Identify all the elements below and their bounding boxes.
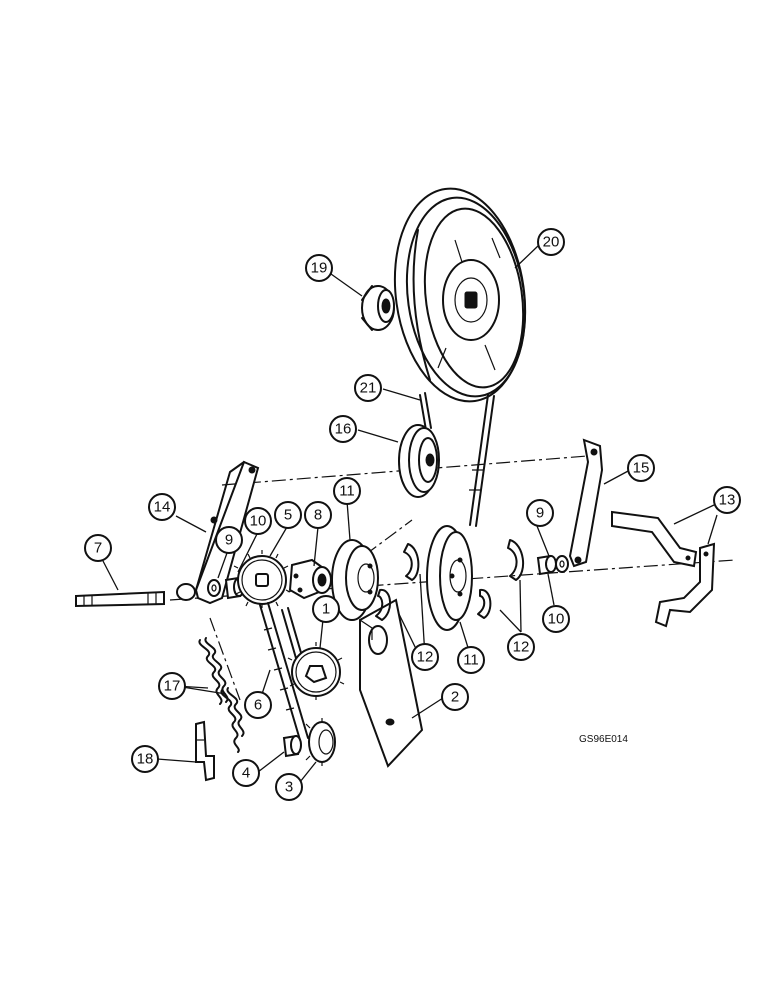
- svg-text:16: 16: [335, 421, 352, 438]
- svg-text:15: 15: [633, 460, 650, 477]
- callout-11-left: 11: [333, 477, 361, 505]
- callout-15: 15: [627, 454, 655, 482]
- svg-text:8: 8: [314, 507, 322, 524]
- callout-7: 7: [84, 534, 112, 562]
- part-13-brackets: [611, 510, 716, 628]
- svg-text:4: 4: [242, 765, 250, 782]
- part-20-large-pulley: [393, 187, 527, 403]
- callout-10-right: 10: [542, 605, 570, 633]
- callout-13: 13: [713, 486, 741, 514]
- svg-text:9: 9: [225, 532, 233, 549]
- svg-text:7: 7: [94, 540, 102, 557]
- svg-text:13: 13: [719, 492, 736, 509]
- svg-text:1: 1: [322, 601, 330, 618]
- svg-text:12: 12: [513, 639, 530, 656]
- svg-text:6: 6: [254, 697, 262, 714]
- part-11-disc-right: [426, 525, 473, 631]
- svg-text:17: 17: [164, 678, 181, 695]
- callout-20: 20: [537, 228, 565, 256]
- part-10-bushing-right: [536, 554, 557, 576]
- callouts: 19 20 21 16 15 13 14 11 7 9 10 5 8 9 10 …: [84, 228, 741, 801]
- callout-11-right: 11: [457, 646, 485, 674]
- svg-text:10: 10: [548, 611, 565, 628]
- svg-text:18: 18: [137, 751, 154, 768]
- callout-16: 16: [329, 415, 357, 443]
- part-18-bracket: [195, 720, 215, 782]
- svg-text:9: 9: [536, 505, 544, 522]
- svg-text:21: 21: [360, 380, 377, 397]
- callout-21: 21: [354, 374, 382, 402]
- callout-8: 8: [304, 501, 332, 529]
- part-21-belt: [419, 392, 495, 527]
- diagram-code: GS96E014: [579, 734, 628, 745]
- part-12-clips-left: [375, 543, 420, 621]
- part-19-hub: [361, 285, 395, 331]
- part-5-sprocket: [233, 550, 291, 608]
- callout-10-left: 10: [244, 507, 272, 535]
- part-15-arm: [568, 438, 604, 568]
- svg-text:19: 19: [311, 260, 328, 277]
- svg-text:12: 12: [417, 649, 434, 666]
- part-17-springs: [198, 637, 245, 753]
- part-12-clips-right: [477, 539, 525, 619]
- svg-text:10: 10: [250, 513, 267, 530]
- svg-text:3: 3: [285, 779, 293, 796]
- callout-19: 19: [305, 254, 333, 282]
- part-4-spacer: [282, 734, 302, 758]
- part-9-washer-right: [555, 555, 569, 573]
- callout-2: 2: [441, 683, 469, 711]
- callout-12-left: 12: [411, 643, 439, 671]
- part-16-small-pulley: [398, 424, 440, 498]
- callout-3: 3: [275, 773, 303, 801]
- callout-9-right: 9: [526, 499, 554, 527]
- callout-17: 17: [158, 672, 186, 700]
- callout-1: 1: [312, 595, 340, 623]
- part-7-shaft: [75, 590, 165, 608]
- callout-5: 5: [274, 501, 302, 529]
- svg-text:2: 2: [451, 689, 459, 706]
- part-1-sprocket: [287, 642, 345, 700]
- svg-text:5: 5: [284, 507, 292, 524]
- svg-text:20: 20: [543, 234, 560, 251]
- part-3-small-sprocket: [305, 718, 336, 766]
- callout-18: 18: [131, 745, 159, 773]
- part-8-hub: [288, 558, 332, 600]
- callout-14: 14: [148, 493, 176, 521]
- callout-12-right: 12: [507, 633, 535, 661]
- callout-4: 4: [232, 759, 260, 787]
- part-11-disc-left: [331, 539, 379, 621]
- svg-text:11: 11: [339, 483, 355, 500]
- callout-9-left: 9: [215, 526, 243, 554]
- svg-text:14: 14: [154, 499, 171, 516]
- callout-6: 6: [244, 691, 272, 719]
- part-9-washer-left: [207, 579, 221, 597]
- part-2-mounting-plate: [359, 598, 424, 768]
- svg-text:11: 11: [463, 652, 479, 669]
